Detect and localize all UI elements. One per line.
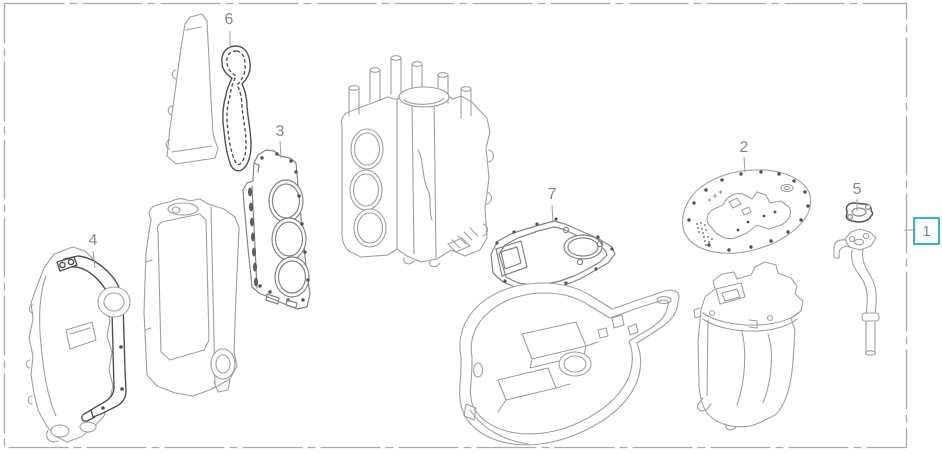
drive-plate-gasket-drawing xyxy=(682,169,812,254)
oil-strainer-gasket-drawing xyxy=(845,202,874,223)
callout-4[interactable]: 4 xyxy=(88,232,98,249)
callout-7[interactable]: 7 xyxy=(547,186,557,203)
callout-3-leader xyxy=(279,140,282,159)
head-cover-filler-boss-drawing xyxy=(97,286,131,318)
cylinder-block-drawing xyxy=(340,55,495,268)
callout-4-leader xyxy=(92,250,96,269)
oil-pan-drawing xyxy=(693,261,804,431)
callout-2[interactable]: 2 xyxy=(739,139,749,156)
callout-1-box[interactable]: 1 xyxy=(913,217,940,245)
callout-5[interactable]: 5 xyxy=(852,181,862,198)
head-cover-drawing xyxy=(25,246,114,443)
oil-pickup-pipe-drawing xyxy=(833,228,880,356)
callout-2-leader xyxy=(743,156,746,173)
callout-3[interactable]: 3 xyxy=(275,123,285,140)
upper-casing-pan-drawing xyxy=(459,282,680,446)
long-seal-gasket-drawing xyxy=(221,45,252,172)
callout-7-leader xyxy=(551,204,554,224)
crankcase-cover-gasket-drawing xyxy=(490,217,616,291)
cylinder-head-gasket-drawing xyxy=(242,149,311,310)
callout-6[interactable]: 6 xyxy=(224,11,234,28)
exhaust-cover-plate-drawing xyxy=(165,13,219,165)
leader-lines xyxy=(92,31,913,269)
diagram-border xyxy=(3,2,908,449)
cylinder-head-drawing xyxy=(143,198,240,397)
callout-1-label: 1 xyxy=(922,222,931,240)
